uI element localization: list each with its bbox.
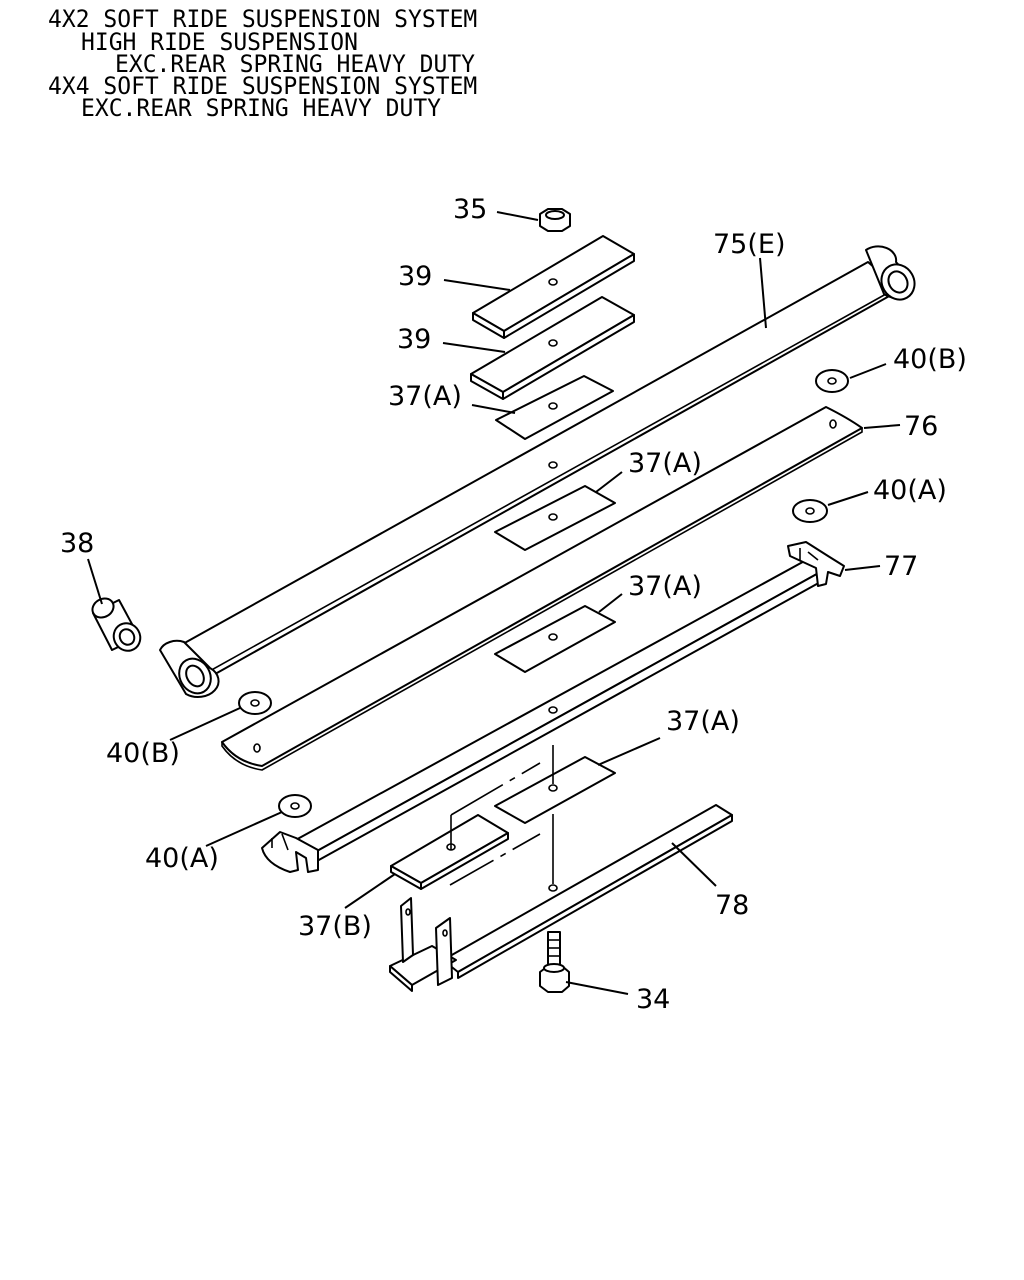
callout-39-lower: 39 xyxy=(397,324,431,355)
callout-37a-4: 37(A) xyxy=(666,706,740,737)
heading-line-2: HIGH RIDE SUSPENSION xyxy=(81,28,358,57)
plate-39-lower xyxy=(470,296,635,400)
callout-37a-1: 37(A) xyxy=(388,381,462,412)
shim-37a-4 xyxy=(494,756,616,824)
callout-78: 78 xyxy=(715,890,749,921)
callout-38: 38 xyxy=(60,528,94,559)
shim-37a-1 xyxy=(495,375,614,440)
callout-39-upper: 39 xyxy=(398,261,432,292)
spacer-37b xyxy=(390,814,509,890)
heading-line-5: EXC.REAR SPRING HEAVY DUTY xyxy=(81,94,442,123)
leader-lines xyxy=(87,211,901,995)
shim-37a-2 xyxy=(494,485,616,551)
callout-75e: 75(E) xyxy=(713,229,785,260)
callout-40a-2: 40(A) xyxy=(145,843,219,874)
heading-line-4: 4X4 SOFT RIDE SUSPENSION SYSTEM xyxy=(48,72,478,101)
bushing-38 xyxy=(91,597,142,652)
plate-39-upper xyxy=(472,235,635,339)
callout-40b-2: 40(B) xyxy=(106,738,180,769)
callout-37a-2: 37(A) xyxy=(628,448,702,479)
washer-40a-2 xyxy=(278,794,312,818)
diagram-heading: 4X2 SOFT RIDE SUSPENSION SYSTEM HIGH RID… xyxy=(0,0,1024,130)
main-leaf-75e xyxy=(159,245,916,698)
washer-40a-1 xyxy=(792,499,828,523)
leaf-76 xyxy=(221,406,863,771)
washer-40b-2 xyxy=(238,691,272,715)
assembly-centerlines xyxy=(449,745,554,886)
bolt-34 xyxy=(539,931,570,993)
callout-40a-1: 40(A) xyxy=(873,475,947,506)
leaf-77 xyxy=(261,541,845,873)
bracket-78 xyxy=(389,804,733,992)
heading-line-3: EXC.REAR SPRING HEAVY DUTY xyxy=(115,50,476,79)
callout-76: 76 xyxy=(904,411,938,442)
callout-labels: 35 39 39 37(A) 75(E) 40(B) 76 37(A) 40(A… xyxy=(60,194,967,1015)
nut-35 xyxy=(539,208,571,232)
callout-40b-1: 40(B) xyxy=(893,344,967,375)
callout-37b: 37(B) xyxy=(298,911,372,942)
callout-35: 35 xyxy=(453,194,487,225)
heading-line-1: 4X2 SOFT RIDE SUSPENSION SYSTEM xyxy=(48,5,478,34)
callout-77: 77 xyxy=(884,551,918,582)
washer-40b-1 xyxy=(815,369,849,393)
callout-34: 34 xyxy=(636,984,670,1015)
callout-37a-3: 37(A) xyxy=(628,571,702,602)
shim-37a-3 xyxy=(494,605,616,673)
